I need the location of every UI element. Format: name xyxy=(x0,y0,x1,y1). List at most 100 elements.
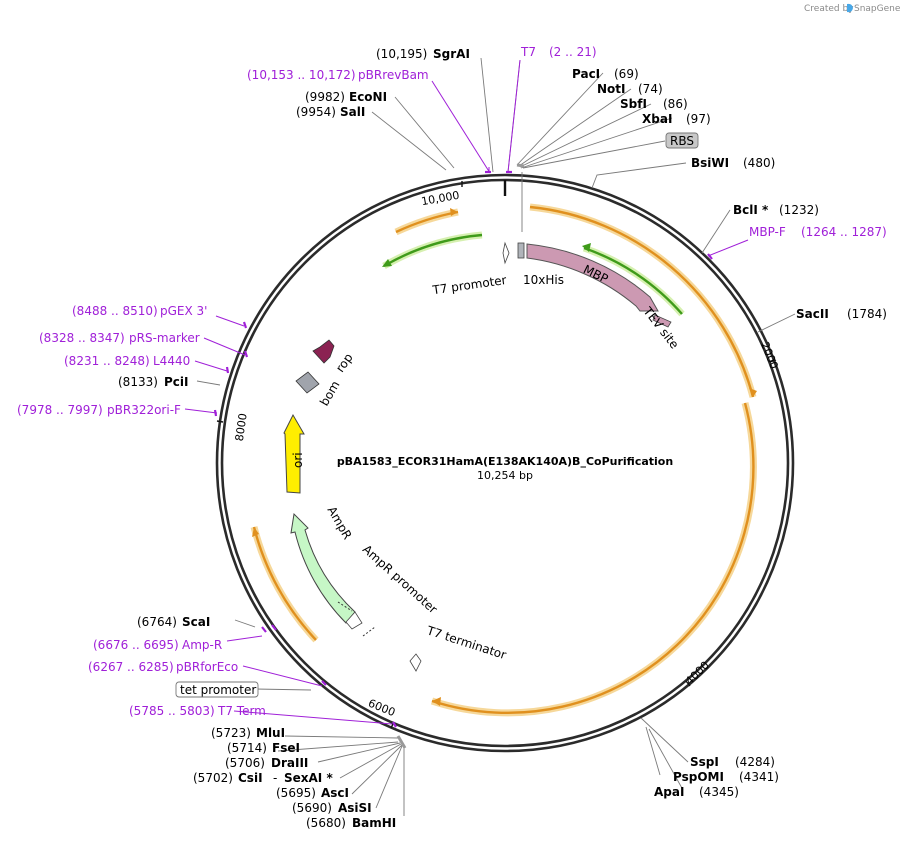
scai-name: ScaI xyxy=(182,615,210,629)
mbpf-name: MBP-F xyxy=(749,225,786,239)
plasmid-size: 10,254 bp xyxy=(477,469,533,482)
bsiwi-pos: (480) xyxy=(743,156,775,170)
t7-promoter-feature: T7 promoter xyxy=(431,241,510,297)
tet-promoter-box: tet promoter xyxy=(175,681,259,698)
plasmid-center-label: pBA1583_ECOR31HamA(E138AK140A)B_CoPurifi… xyxy=(337,455,673,482)
prsmarker-name: pRS-marker xyxy=(129,331,200,345)
sspi-pos: (4284) xyxy=(735,755,775,769)
xbai-pos: (97) xyxy=(686,112,711,126)
pcii-name: PciI xyxy=(164,375,189,389)
enzyme-labels: (10,195) SgrAI PacI (69) NotI (74) SbfI … xyxy=(118,47,887,629)
prsmarker-range: (8328 .. 8347) xyxy=(39,331,125,345)
snapgene-logo-icon xyxy=(847,3,853,13)
asci-name: AscI xyxy=(321,786,349,800)
t7-primer-range: (2 .. 21) xyxy=(549,45,597,59)
mbpf-range: (1264 .. 1287) xyxy=(801,225,887,239)
sali-pos: (9954) xyxy=(296,105,336,119)
credit-brand: SnapGene xyxy=(854,4,901,14)
econi-pos: (9982) xyxy=(305,90,345,104)
sexai-name: SexAI * xyxy=(284,771,333,785)
paci-name: PacI xyxy=(572,67,600,81)
pbrrevbam-range: (10,153 .. 10,172) xyxy=(247,68,356,82)
pcii-pos: (8133) xyxy=(118,375,158,389)
bom-feature: bom xyxy=(295,371,343,408)
bamhi-pos: (5680) xyxy=(306,816,346,830)
t7-promoter-label: T7 promoter xyxy=(431,273,508,297)
noti-pos: (74) xyxy=(638,82,663,96)
tet-promoter-label: tet promoter xyxy=(180,683,256,697)
pspomi-pos: (4341) xyxy=(739,770,779,784)
sspi-name: SspI xyxy=(690,755,719,769)
bcli-pos: (1232) xyxy=(779,203,819,217)
pbrforeco-name: pBRforEco xyxy=(176,660,238,674)
sgrai-pos: (10,195) xyxy=(376,47,427,61)
sali-name: SalI xyxy=(340,105,365,119)
label-connectors xyxy=(196,57,796,816)
bom-label: bom xyxy=(317,378,342,408)
mlui-name: MluI xyxy=(256,726,285,740)
rbs-label: RBS xyxy=(670,134,694,148)
asci-pos: (5695) xyxy=(276,786,316,800)
his-tag: 10xHis xyxy=(517,242,564,287)
rop-label: rop xyxy=(333,351,356,375)
credit-prefix: Created by xyxy=(804,4,854,14)
csii-name: CsiI xyxy=(238,771,263,785)
site-ticks xyxy=(396,163,525,749)
green-arrows xyxy=(382,231,685,317)
ampr-promoter-feature: AmpR promoter xyxy=(337,542,440,637)
tick-6000: 6000 xyxy=(366,697,397,720)
ampr-promoter-label: AmpR promoter xyxy=(360,542,440,616)
snapgene-credit: Created by SnapGene xyxy=(804,3,901,14)
ampr-primer-name: Amp-R xyxy=(182,638,222,652)
enzyme-labels-bottom-right: SspI (4284) PspOMI (4341) ApaI (4345) xyxy=(654,755,779,799)
rop-feature: rop xyxy=(312,339,356,375)
apai-pos: (4345) xyxy=(699,785,739,799)
fsei-name: FseI xyxy=(272,741,300,755)
ampr-label: AmpR xyxy=(325,504,355,542)
t7term-name: T7 Term xyxy=(217,704,266,718)
l4440-range: (8231 .. 8248) xyxy=(64,354,150,368)
scai-pos: (6764) xyxy=(137,615,177,629)
mlui-pos: (5723) xyxy=(211,726,251,740)
csii-joiner: - xyxy=(273,771,277,785)
t7term-range: (5785 .. 5803) xyxy=(129,704,215,718)
asisi-pos: (5690) xyxy=(292,801,332,815)
mbp-label: MBP xyxy=(581,262,610,286)
pbrforeco-range: (6267 .. 6285) xyxy=(88,660,174,674)
pspomi-name: PspOMI xyxy=(673,770,724,784)
primer-connectors xyxy=(184,59,749,725)
paci-pos: (69) xyxy=(614,67,639,81)
tick-8000: 8000 xyxy=(233,412,250,442)
tick-2000: 2000 xyxy=(758,340,781,371)
fsei-pos: (5714) xyxy=(227,741,267,755)
his-label: 10xHis xyxy=(523,273,564,287)
ori-feature: ori xyxy=(283,413,305,494)
ori-label: ori xyxy=(291,452,305,468)
xbai-name: XbaI xyxy=(642,112,672,126)
plasmid-backbone xyxy=(215,173,795,753)
noti-name: NotI xyxy=(597,82,626,96)
t7-primer-name: T7 xyxy=(520,45,536,59)
bcli-name: BclI * xyxy=(733,203,769,217)
csii-pos: (5702) xyxy=(193,771,233,785)
sgrai-name: SgrAI xyxy=(433,47,470,61)
orf-arrows xyxy=(250,203,757,717)
draiii-name: DraIII xyxy=(271,756,308,770)
apai-name: ApaI xyxy=(654,785,684,799)
enzyme-labels-bottom-left: (5723) MluI (5714) FseI (5706) DraIII (5… xyxy=(193,726,396,830)
sbfi-name: SbfI xyxy=(620,97,647,111)
rbs-box: RBS xyxy=(665,132,699,149)
ampr-feature: AmpR xyxy=(290,504,356,624)
econi-name: EcoNI xyxy=(349,90,387,104)
pbrrevbam-name: pBRrevBam xyxy=(358,68,429,82)
sbfi-pos: (86) xyxy=(663,97,688,111)
primer-labels: T7 (2 .. 21) (10,153 .. 10,172) pBRrevBa… xyxy=(17,45,887,718)
pbr322orif-name: pBR322ori-F xyxy=(107,403,181,417)
t7-terminator-label: T7 terminator xyxy=(424,623,508,662)
plasmid-name: pBA1583_ECOR31HamA(E138AK140A)B_CoPurifi… xyxy=(337,455,673,468)
bamhi-name: BamHI xyxy=(352,816,396,830)
sacii-name: SacII xyxy=(796,307,829,321)
asisi-name: AsiSI xyxy=(338,801,372,815)
primer-markers xyxy=(213,170,713,728)
ampr-primer-range: (6676 .. 6695) xyxy=(93,638,179,652)
